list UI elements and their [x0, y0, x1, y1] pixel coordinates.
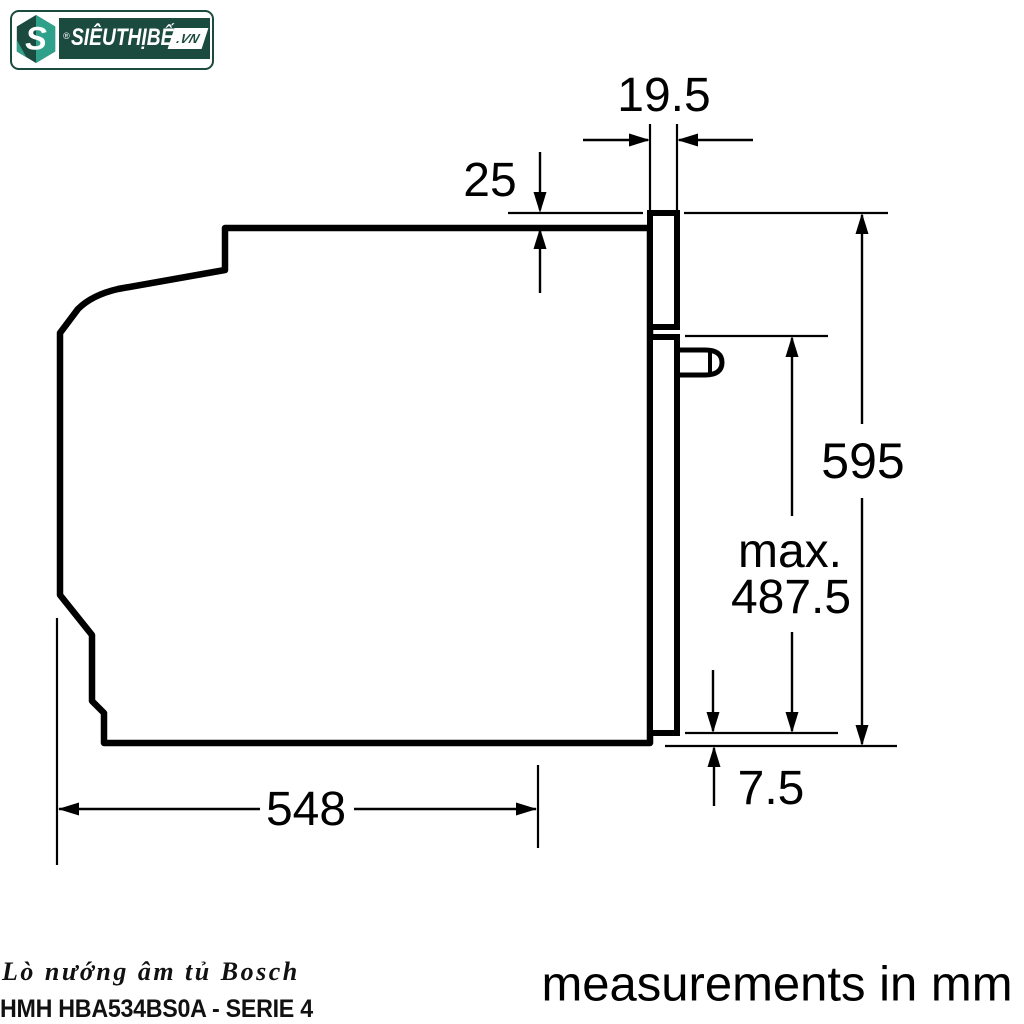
logo-brand-text: SIÊUTHỊBẾP [71, 24, 187, 51]
dim-label-top-clearance: 25 [463, 154, 517, 207]
product-name: Lò nướng âm tủ Bosch [2, 957, 300, 986]
extension-lines [55, 124, 897, 865]
arrow-19-5-left [629, 133, 650, 147]
arrow-25-down [533, 192, 547, 213]
dim-label-total-height: 595 [821, 433, 905, 489]
arrowheads [58, 133, 869, 816]
arrow-487-up [785, 336, 799, 357]
arrow-7-5-down [706, 712, 720, 733]
arrow-548-left [58, 802, 79, 816]
arrow-19-5-right [677, 133, 698, 147]
logo-monogram: S [25, 21, 47, 57]
arrow-595-up [855, 213, 869, 234]
logo-text-box: ® SIÊUTHỊBẾP .VN [59, 18, 210, 59]
logo-hexagon-icon: S [16, 15, 56, 63]
dim-label-body-depth: 548 [265, 783, 347, 836]
arrow-25-up [533, 228, 547, 249]
sieuthibep-logo: S ® SIÊUTHỊBẾP .VN [10, 10, 214, 70]
dim-label-front-protrusion: 19.5 [617, 69, 711, 122]
dim-label-handle-max-prefix: max. [737, 525, 843, 578]
arrow-487-down [785, 712, 799, 733]
dimension-lines [59, 138, 864, 811]
dim-label-bottom-overlap: 7.5 [737, 762, 805, 815]
registered-mark: ® [63, 31, 70, 41]
arrow-7-5-up [707, 746, 721, 767]
control-panel [647, 210, 680, 330]
product-model: HMH HBA534BS0A - SERIE 4 [0, 995, 313, 1023]
door-handle [677, 347, 725, 378]
dim-label-handle-max-value: 487.5 [730, 571, 852, 624]
oven-door [647, 334, 680, 736]
measurements-note: measurements in mm [541, 957, 1013, 1012]
arrow-548-right [516, 802, 537, 816]
oven-body-outline [56, 224, 654, 747]
arrow-595-down [855, 725, 869, 746]
